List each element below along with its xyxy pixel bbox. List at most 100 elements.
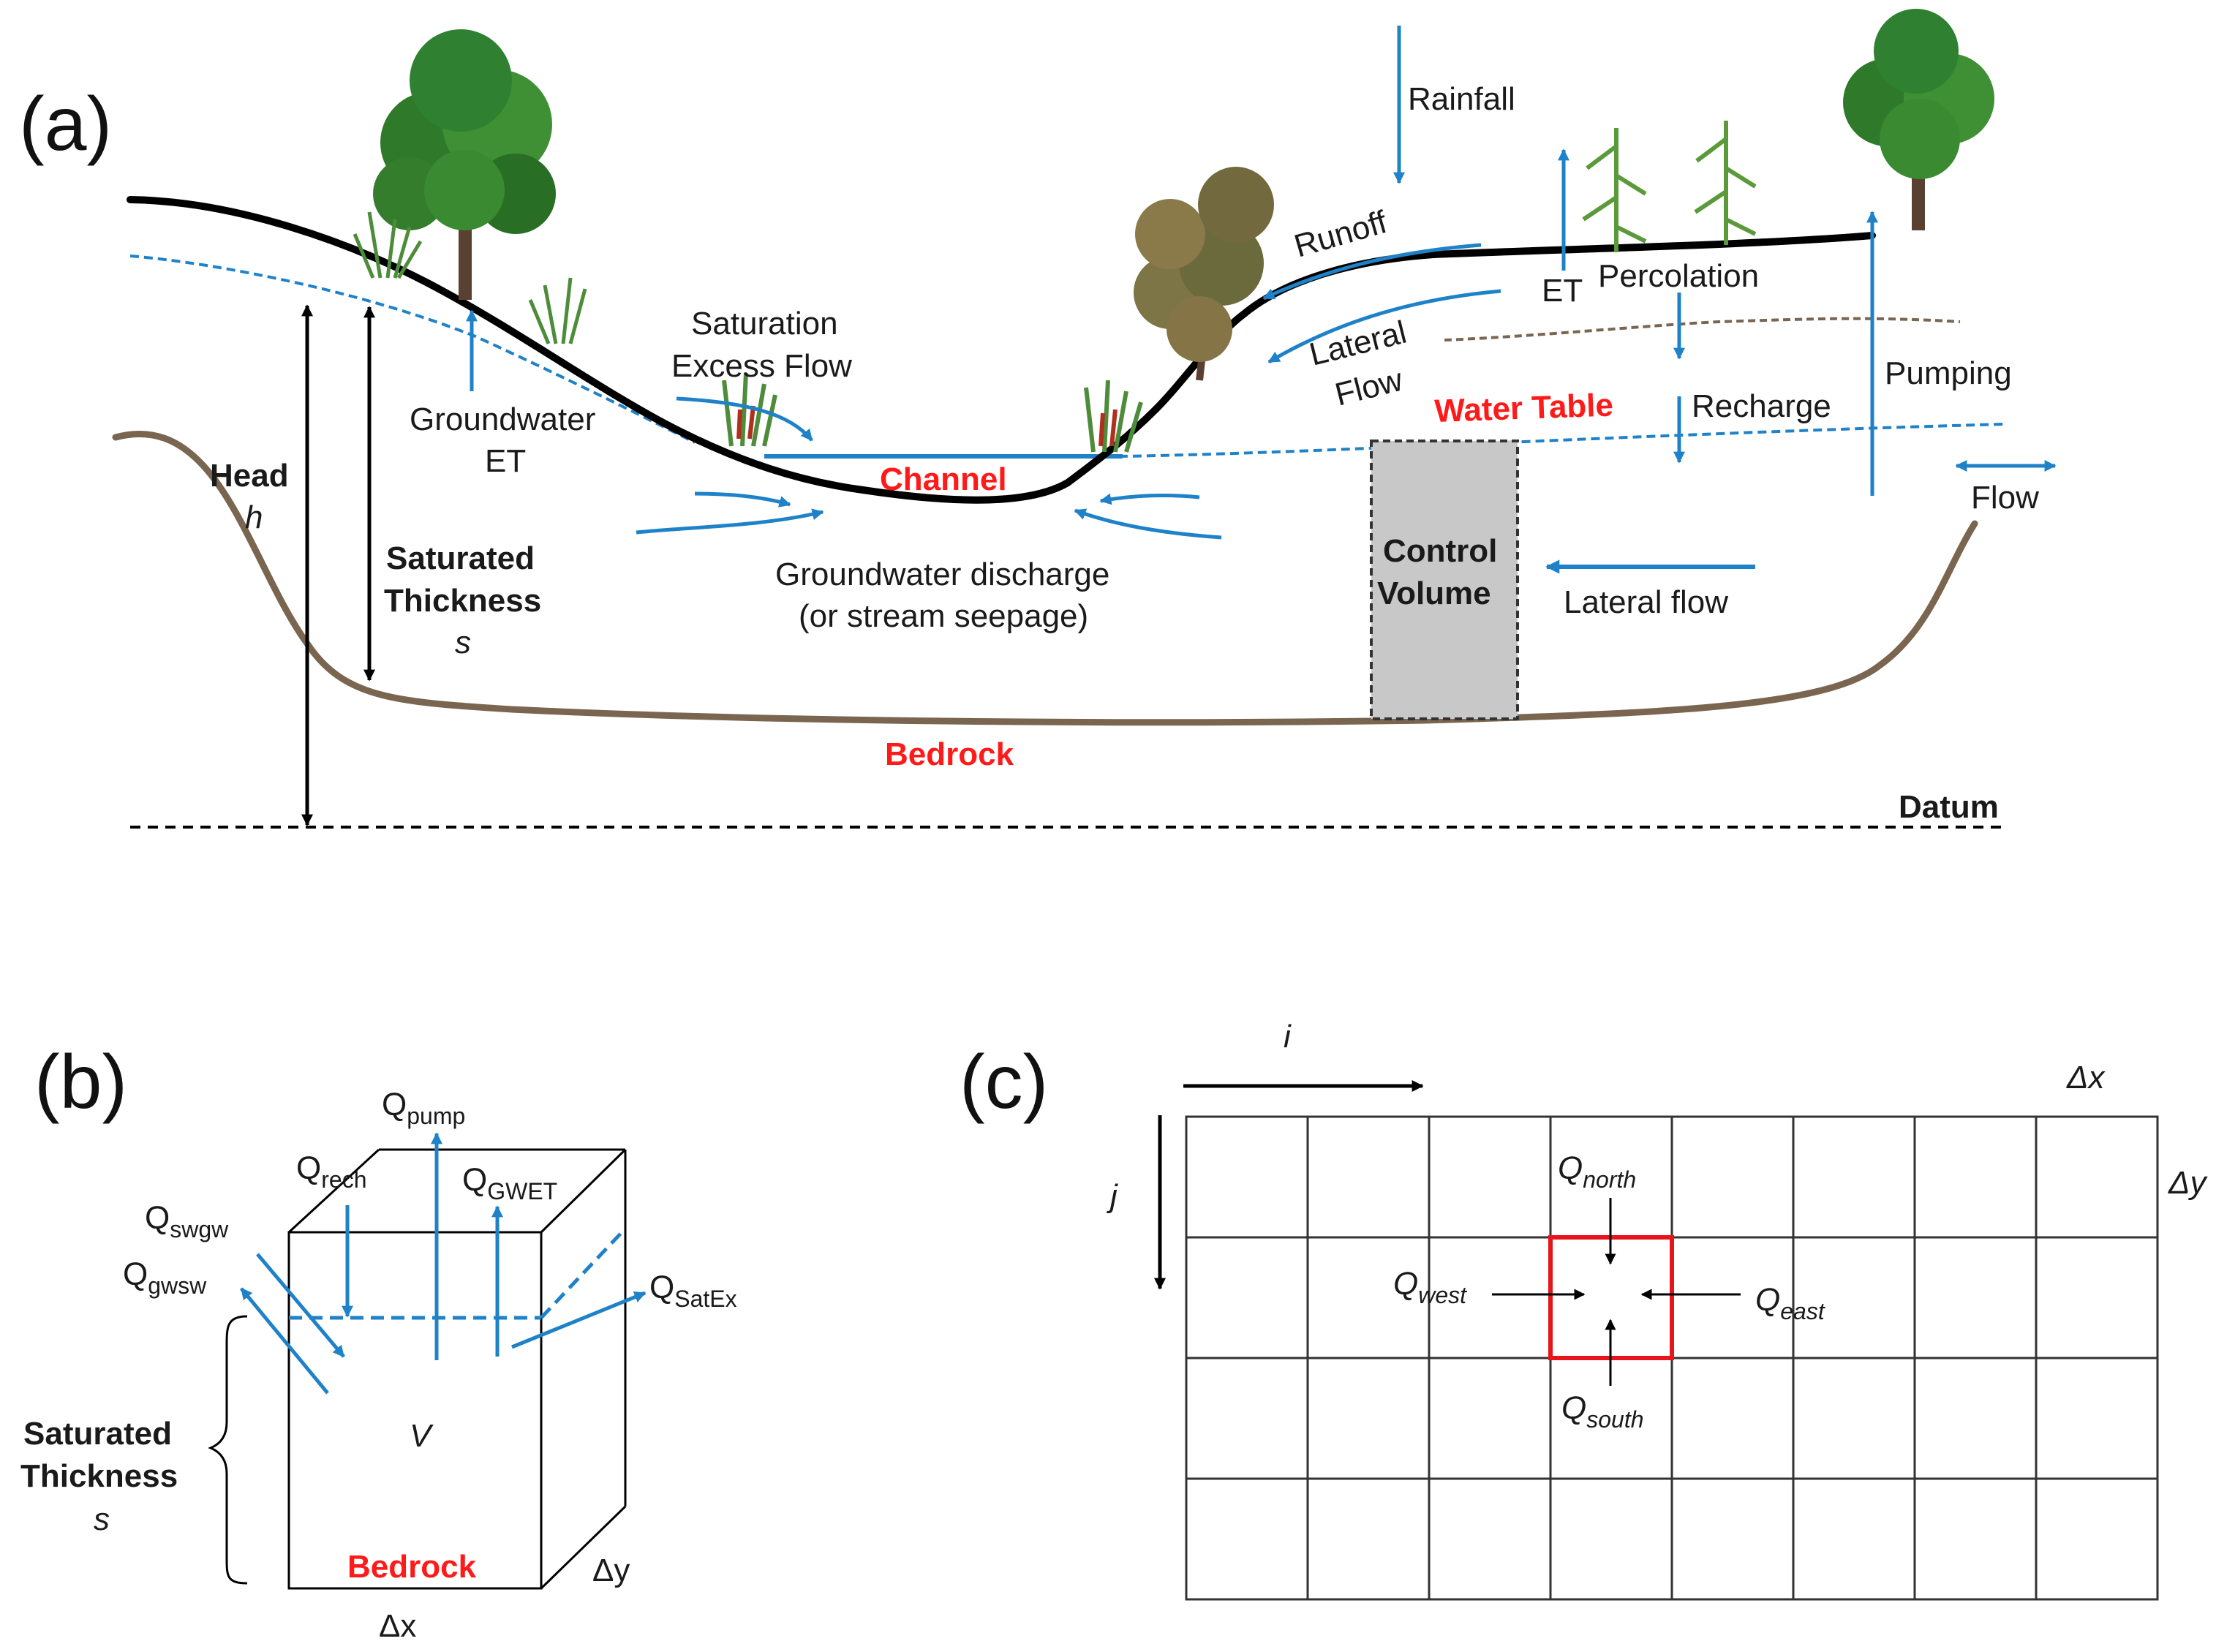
q-swgw-arrow [256, 1253, 345, 1358]
corn-plant-icon [1582, 121, 1757, 252]
q-rech-label: Qrech [296, 1150, 366, 1193]
q-south-label: Qsouth [1561, 1390, 1644, 1433]
rainfall-label: Rainfall [1408, 81, 1515, 117]
land-surface-line [127, 196, 1876, 504]
grass-icon [722, 372, 1143, 453]
saturated-thickness-label-line2: Thickness [384, 583, 541, 619]
panel-c-tag: (c) [960, 1040, 1048, 1125]
q-pump-label: Qpump [382, 1087, 465, 1129]
gw-discharge-label-line1: Groundwater discharge [775, 557, 1109, 592]
dx-label: Δx [2066, 1060, 2106, 1095]
grid-cell [1428, 1115, 1552, 1239]
q-east-label: Qeast [1755, 1282, 1825, 1324]
panel-c: (c) i j Δx Δy Qnorth Qsouth Qwest Qeast [960, 1019, 2209, 1601]
saturated-thickness-label-line1: Saturated [386, 540, 535, 576]
et-label: ET [1542, 273, 1583, 309]
grid-cell [1549, 1477, 1673, 1601]
gw-discharge-arrow [694, 491, 791, 508]
q-gwet-label: QGWET [462, 1162, 557, 1204]
saturated-thickness-label-line2: Thickness [20, 1458, 178, 1494]
dx-label: Δx [379, 1608, 416, 1644]
control-volume-label-line1: Control [1383, 533, 1497, 569]
gw-discharge-arrow [636, 508, 824, 535]
grid-cell [2035, 1477, 2159, 1601]
runoff-label: Runoff [1290, 204, 1391, 265]
panel-b-tag: (b) [34, 1040, 127, 1125]
control-volume-box [1370, 440, 1519, 720]
bedrock-line [112, 430, 1978, 726]
head-label: Head [210, 458, 289, 494]
grid-cell [1185, 1477, 1309, 1601]
finite-difference-grid [1185, 1115, 2159, 1601]
water-table-label: Water Table [1434, 387, 1614, 429]
lateral-flow-arrow [1267, 289, 1501, 364]
panel-a-tag: (a) [19, 82, 112, 167]
dy-label: Δy [592, 1553, 630, 1588]
saturated-thickness-symbol: s [94, 1501, 110, 1537]
grid-cell [1792, 1115, 1916, 1239]
tree-icon [1134, 167, 1274, 381]
datum-label: Datum [1899, 789, 1999, 825]
gw-discharge-label-line2: (or stream seepage) [799, 598, 1088, 634]
tree-icon [1843, 9, 1994, 230]
grass-icon [353, 211, 587, 344]
dy-label: Δy [2168, 1165, 2209, 1201]
grid-cell [1670, 1357, 1795, 1480]
grid-cell [1913, 1357, 2038, 1480]
grid-cell [1913, 1236, 2038, 1359]
saturated-thickness-brace [208, 1315, 248, 1585]
saturation-excess-arrow [676, 396, 813, 442]
lateral-flow-label: Lateral flow [1564, 584, 1728, 620]
grid-cell [1185, 1115, 1309, 1239]
grid-cell [2035, 1115, 2159, 1239]
grid-cell [1306, 1115, 1431, 1239]
grid-cell [1792, 1477, 1916, 1601]
grid-cell [2035, 1357, 2159, 1480]
q-north-label: Qnorth [1558, 1150, 1636, 1193]
vadose-horizon-line [1444, 317, 1961, 342]
panel-b: (b) Qpump Qrech QGWET Qswgw Qgwsw QSatEx… [20, 1040, 737, 1644]
q-gwsw-label: Qgwsw [123, 1256, 207, 1299]
groundwater-et-label-line2: ET [485, 443, 526, 479]
lateral-label-line2: Flow [1332, 362, 1406, 413]
grid-cell [1792, 1357, 1916, 1480]
grid-cell [1306, 1477, 1431, 1601]
pumping-label: Pumping [1885, 355, 2012, 391]
q-satex-arrow [511, 1291, 647, 1349]
saturation-excess-label-line2: Excess Flow [671, 348, 852, 384]
tree-icon [373, 29, 556, 300]
j-label: j [1107, 1178, 1118, 1214]
panel-a: (a) Datum Bedrock [19, 9, 2057, 829]
control-volume-label-line2: Volume [1377, 576, 1491, 611]
grid-cell [1913, 1115, 2038, 1239]
bedrock-label: Bedrock [347, 1549, 477, 1585]
volume-label: V [410, 1418, 434, 1454]
grid-cell [1306, 1357, 1431, 1480]
grid-cell [1670, 1477, 1795, 1601]
saturated-thickness-symbol: s [455, 625, 471, 660]
gw-discharge-arrow [1099, 493, 1200, 505]
grid-cell [1185, 1236, 1309, 1359]
control-volume-cube [287, 1148, 627, 1590]
q-swgw-label: Qswgw [145, 1200, 229, 1242]
percolation-label: Percolation [1598, 258, 1759, 294]
grid-cell [1913, 1477, 2038, 1601]
recharge-label: Recharge [1692, 388, 1831, 424]
gw-discharge-arrow [1074, 508, 1222, 540]
saturation-excess-label-line1: Saturation [691, 306, 838, 342]
grid-cell [2035, 1236, 2159, 1359]
flow-label: Flow [1971, 480, 2039, 516]
channel-label: Channel [880, 461, 1007, 497]
grid-cell [1185, 1357, 1309, 1480]
grid-cell [1428, 1477, 1552, 1601]
i-label: i [1284, 1019, 1292, 1055]
saturated-thickness-label-line1: Saturated [23, 1416, 172, 1452]
grid-cell [1670, 1115, 1795, 1239]
groundwater-et-label-line1: Groundwater [410, 401, 595, 437]
grid-cell [1428, 1357, 1552, 1480]
q-gwsw-arrow [240, 1287, 329, 1395]
q-satex-label: QSatEx [649, 1270, 737, 1312]
head-symbol: h [245, 499, 263, 535]
q-west-label: Qwest [1393, 1266, 1467, 1308]
